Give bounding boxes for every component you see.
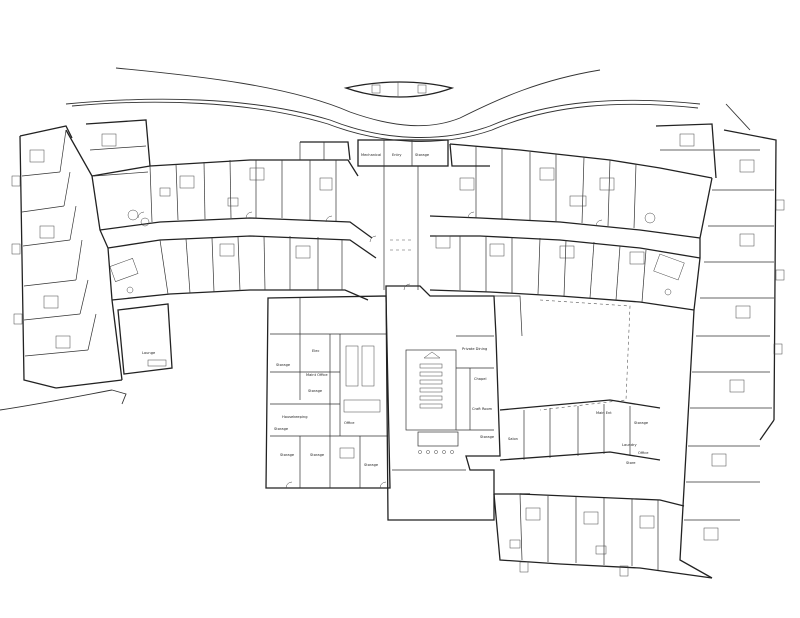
dropoff-island <box>343 81 455 98</box>
right-wing <box>429 123 785 579</box>
room-label-storage-k5: Storage <box>310 453 325 457</box>
room-label-storage-kitchen: Storage <box>276 363 291 367</box>
counter-seats <box>418 450 454 454</box>
room-label-mechanical: Mechanical <box>361 153 381 157</box>
room-label-elec: Elec <box>312 349 319 353</box>
right-outer-column <box>655 123 785 579</box>
dining-tables <box>419 363 443 409</box>
room-label-entry: Entry <box>392 153 402 157</box>
room-label-store: Store <box>626 461 636 465</box>
room-label-storage-k6: Storage <box>364 463 379 467</box>
room-label-craft-room: Craft Room <box>472 407 493 411</box>
room-label-storage-k3: Storage <box>274 427 289 431</box>
room-label-housekeeping: Housekeeping <box>282 415 307 419</box>
site-road <box>0 67 751 411</box>
right-fixtures <box>435 167 685 296</box>
room-label-storage-r1: Storage <box>634 421 649 425</box>
right-top-rooms <box>449 143 637 229</box>
left-lower-rooms <box>159 235 343 295</box>
room-label-private-dining: Private Dining <box>462 347 487 351</box>
room-label-laundry: Laundry <box>622 443 638 447</box>
room-label-salon: Salon <box>508 437 518 441</box>
room-label-maint-office: Maint Office <box>306 373 328 377</box>
left-top-rooms <box>149 141 351 223</box>
room-label-storage-c: Storage <box>480 435 495 439</box>
right-lower-rooms <box>459 236 647 303</box>
entry-vestibule: Mechanical Entry Storage <box>357 139 449 290</box>
room-label-office-r: Office <box>638 451 649 455</box>
room-label-storage-k2: Storage <box>308 389 323 393</box>
door-swings <box>137 211 603 489</box>
room-label-chapel: Chapel <box>474 377 486 381</box>
room-label-office-k: Office <box>344 421 355 425</box>
courtyard: Salon Storage Laundry Store Office Main … <box>493 299 713 579</box>
dining-block: Private Dining Chapel Craft Room Storage <box>385 285 523 521</box>
room-label-storage-k4: Storage <box>280 453 295 457</box>
left-wing: Lounge <box>11 119 377 389</box>
left-outer-column <box>11 119 151 389</box>
room-label-storage-top: Storage <box>415 153 430 157</box>
room-label-main-ent: Main Ent <box>596 411 612 415</box>
service-block: Storage Elec Maint Office Storage Housek… <box>265 295 391 489</box>
room-label-lounge-left: Lounge <box>142 351 156 355</box>
left-fixtures <box>109 167 333 294</box>
